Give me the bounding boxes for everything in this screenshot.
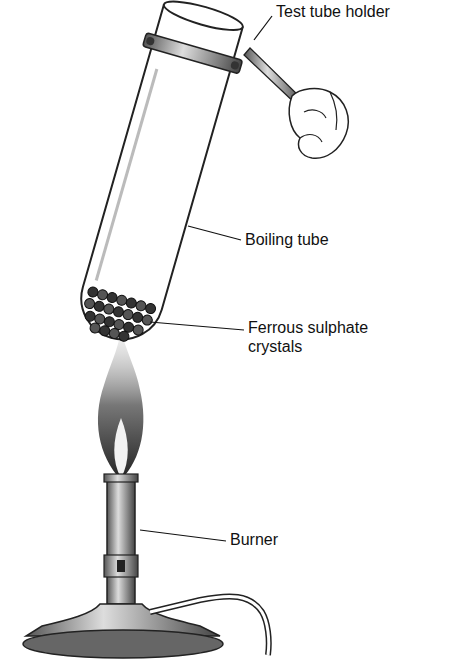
crystal <box>135 300 147 312</box>
leader-line <box>150 322 244 330</box>
leader-line <box>140 530 226 541</box>
hand-detail <box>300 92 337 142</box>
burner-top <box>104 474 138 482</box>
boiling-tube <box>63 0 254 352</box>
part-label: Boiling tube <box>245 230 329 249</box>
crystal <box>93 300 105 312</box>
crystal <box>122 308 134 320</box>
gas-pipe-inner <box>150 596 269 655</box>
air-hole <box>117 560 125 572</box>
gas-pipe <box>150 596 269 655</box>
part-label: Ferrous sulphate crystals <box>248 318 378 356</box>
crystal <box>132 324 144 336</box>
part-label: Burner <box>230 530 278 549</box>
crystal <box>108 327 120 339</box>
crystal <box>112 306 124 318</box>
crystal <box>118 330 130 342</box>
hand <box>289 89 348 159</box>
air-regulator <box>104 555 138 577</box>
crystal <box>125 297 137 309</box>
flame <box>98 330 143 480</box>
crystal <box>106 291 118 303</box>
crystal <box>96 289 108 301</box>
crystal <box>99 325 111 337</box>
crystal <box>144 302 156 314</box>
burner-foot <box>23 630 223 658</box>
leader-line <box>188 226 241 240</box>
crystal <box>83 297 95 309</box>
crystal <box>103 303 115 315</box>
part-label: Test tube holder <box>276 2 390 21</box>
inner-flame <box>114 418 128 478</box>
crystal <box>89 322 101 334</box>
crystal <box>84 310 96 322</box>
crystal <box>141 314 153 326</box>
burner-barrel <box>107 478 135 604</box>
crystal <box>87 286 99 298</box>
leader-line <box>254 16 272 40</box>
crystal <box>131 311 143 323</box>
crystal <box>116 294 128 306</box>
